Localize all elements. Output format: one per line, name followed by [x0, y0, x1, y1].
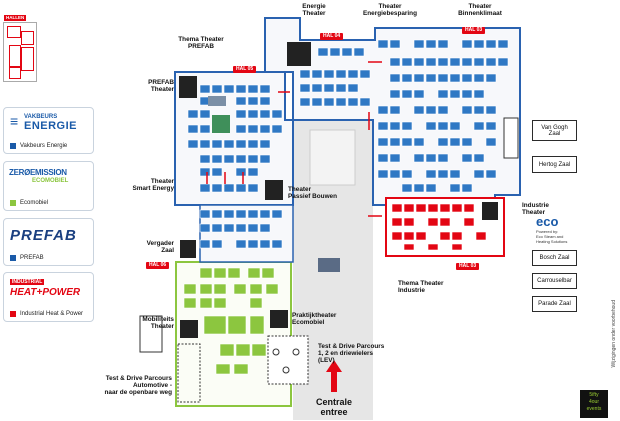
energiebesparing-theater-label: Theater Energiebesparing — [363, 3, 417, 17]
automotive-parcours-label: Test & Drive Parcours Automotive - naar … — [104, 375, 172, 396]
legend-swatch — [10, 143, 16, 149]
bike-icon — [272, 348, 280, 356]
room-parade: Parade Zaal — [532, 296, 577, 312]
restroom-icon — [503, 117, 519, 159]
room-carrousel: Carrouselbar — [532, 273, 577, 289]
bike-icon — [292, 348, 300, 356]
room-van-gogh: Van Gogh Zaal — [532, 120, 577, 141]
energie-theater-label: Energie Theater — [302, 3, 326, 17]
legend-brand-line2: ECOMOBIEL — [32, 178, 69, 184]
minimap-title: HALLEN — [4, 15, 27, 21]
minimap-block — [9, 67, 21, 79]
legend-brand-line1: INDUSTRIAL — [10, 279, 45, 285]
minimap-block — [21, 31, 34, 45]
thema-prefab-label: Thema Theater PREFAB — [178, 36, 224, 50]
legend-brand-line2: ENERGIE — [24, 120, 78, 132]
mobiliteits-theater-block — [180, 320, 198, 338]
industrie-theater-label: Industrie Theater — [522, 202, 549, 216]
legend-label: Ecomobiel — [20, 200, 49, 206]
praktijk-theater-label: Praktijktheater Ecomobiel — [292, 312, 337, 326]
legend-card-industrial: INDUSTRIAL HEAT+POWER Industrial Heat & … — [3, 272, 94, 322]
room-bosch: Bosch Zaal — [532, 250, 577, 266]
thema-industrie-label: Thema Theater Industrie — [398, 280, 444, 294]
hall-04-label: HAL 04 — [320, 33, 344, 40]
legend-brand-line2: HEAT+POWER — [10, 287, 81, 298]
hall-05-label: HAL 05 — [233, 66, 257, 73]
legend-swatch — [10, 255, 16, 261]
stand-grid-red — [391, 203, 487, 251]
restroom-icon — [139, 315, 163, 353]
minimap-block — [7, 26, 21, 38]
energie-theater-block — [287, 42, 311, 66]
minimap-block — [9, 45, 21, 67]
binnenklimaat-theater-label: Theater Binnenklimaat — [458, 3, 502, 17]
hall-minimap: HALLEN — [3, 15, 37, 82]
prefab-theater-block — [179, 76, 197, 98]
mobiliteits-theater-label: Mobiliteits Theater — [142, 316, 174, 330]
vakbeurs-energie-logo: ≡ — [10, 113, 19, 129]
hall-03-bottom-label: HAL 03 — [456, 263, 480, 270]
passief-bouwen-block — [265, 180, 283, 200]
automotive-track — [177, 343, 201, 403]
legend-brand-line1: PREFAB — [10, 227, 77, 244]
lev-track — [267, 335, 309, 385]
legend-row: Vakbeurs Energie — [10, 143, 67, 149]
eco-logo: eco — [536, 214, 559, 229]
legend-label: Vakbeurs Energie — [20, 143, 68, 149]
legend-swatch — [10, 200, 16, 206]
legend-card-energie: ≡ VAKBEURS ENERGIE Vakbeurs Energie — [3, 107, 94, 154]
lev-parcours-label: Test & Drive Parcours 1, 2 en driewieler… — [318, 343, 385, 364]
smart-energy-theater-label: Theater Smart Energy — [132, 178, 174, 192]
stand-grid-blue-left — [187, 84, 283, 249]
legend-row: Industrial Heat & Power — [10, 311, 83, 317]
stand-grid-green — [183, 267, 279, 375]
room-hertog: Hertog Zaal — [532, 156, 577, 173]
legend-card-prefab: PREFAB PREFAB — [3, 218, 94, 266]
bike-icon — [282, 366, 290, 374]
vergader-zaal-block — [180, 240, 196, 258]
praktijk-theater-block — [270, 310, 288, 328]
entrance-arrow-icon — [326, 360, 342, 392]
prefab-theater-label: PREFAB Theater — [148, 79, 174, 93]
legend-brand-line1: ZERØEMISSION — [9, 168, 67, 177]
legend-card-ecomobiel: ZERØEMISSION ECOMOBIEL Ecomobiel — [3, 161, 94, 211]
passief-bouwen-theater-label: Theater Passief Bouwen — [288, 186, 338, 200]
legend-row: Ecomobiel — [10, 200, 48, 206]
central-entrance-label: Centrale entree — [315, 397, 352, 417]
legend-label: PREFAB — [20, 255, 44, 261]
hall-03-label: HAL 03 — [462, 27, 486, 34]
info-desk — [318, 258, 340, 272]
industrie-theater-block — [482, 202, 498, 220]
legend-label: Industrial Heat & Power — [20, 311, 84, 317]
thema-prefab-stand — [208, 96, 226, 106]
minimap-block — [21, 47, 34, 71]
stand-grid-blue-right — [299, 39, 509, 193]
legend-swatch — [10, 311, 16, 317]
disclaimer-text: Wijzigingen onder voorbehoud — [611, 300, 617, 368]
fifty-four-events-logo: 5ifty 4our events — [580, 390, 608, 418]
legend-brand-line1: VAKBEURS — [24, 114, 58, 120]
vergader-zaal-label: Vergader Zaal — [146, 240, 174, 254]
lobby — [309, 129, 356, 186]
eco-powered-by: Powered by: Eco Steam and Heating Soluti… — [536, 229, 568, 244]
legend-row: PREFAB — [10, 255, 44, 261]
hall-06-label: HAL 06 — [146, 262, 170, 269]
prefab-green-stand — [212, 115, 230, 133]
